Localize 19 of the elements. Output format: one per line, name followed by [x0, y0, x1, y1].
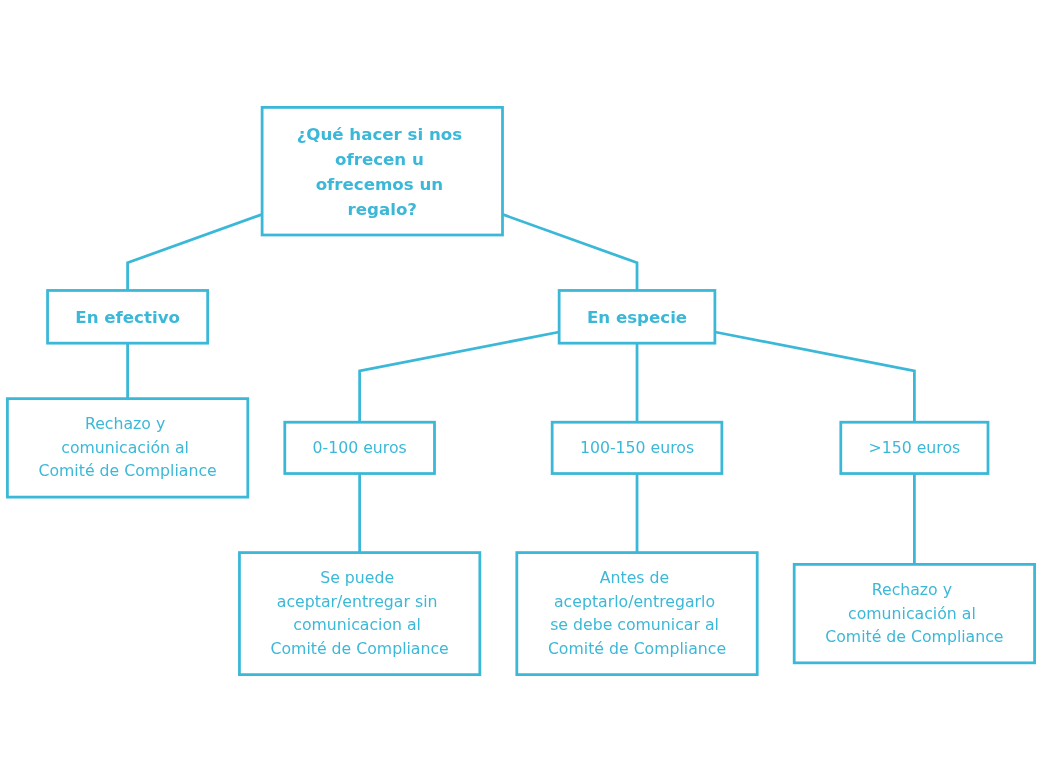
- node-box: 100-150 euros: [550, 420, 724, 475]
- node-box: Rechazo y comunicación al Comité de Compliance: [792, 562, 1036, 665]
- connector: [358, 330, 560, 423]
- connector: [126, 343, 129, 399]
- node-box: Rechazo y comunicación al Comité de Compliance: [6, 397, 250, 499]
- connector: [635, 343, 639, 423]
- node-box: En efectivo: [46, 289, 210, 345]
- node-box: En especie: [557, 289, 717, 345]
- node-box: 0-100 euros: [283, 420, 436, 475]
- connector: [714, 330, 916, 423]
- connector: [358, 473, 362, 553]
- node-box: ¿Qué hacer si nos ofrecen u ofrecemos un regalo?: [260, 106, 504, 237]
- connector: [126, 213, 263, 291]
- node-box: Se puede aceptar/entregar sin comunicacion al Comité de Compliance: [238, 551, 482, 676]
- node-box: Antes de aceptarlo/entregarlo se debe comunicar al Comité de Compliance: [515, 551, 759, 676]
- connector: [913, 473, 916, 565]
- connector: [635, 473, 639, 553]
- node-box: >150 euros: [839, 420, 990, 475]
- connector: [502, 213, 639, 291]
